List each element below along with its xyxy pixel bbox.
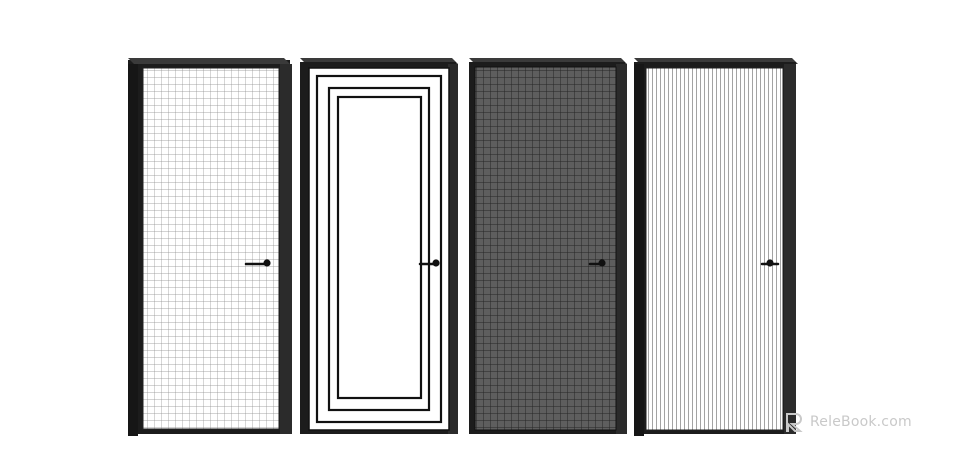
door-2 [300, 58, 458, 434]
door-handle[interactable] [418, 259, 440, 267]
door-panel-moulding-inner [336, 95, 423, 400]
door-panel [645, 67, 784, 431]
door-frame-right-side [280, 64, 292, 434]
door-panel-moulding-outer [315, 74, 443, 424]
door-4 [634, 58, 798, 436]
door-handle[interactable] [760, 259, 780, 267]
door-frame-left-side [128, 64, 138, 436]
door-panel-moulding-middle [327, 86, 431, 412]
relebook-logo-icon [786, 413, 803, 432]
door-panel [308, 67, 450, 431]
door-frame-right-side [616, 64, 627, 434]
door-3 [469, 58, 627, 434]
door-frame-right-side [448, 64, 458, 434]
door-frame-left-side [634, 64, 644, 436]
door-1 [128, 58, 292, 436]
door-panel [142, 67, 280, 430]
door-panel [474, 66, 617, 431]
door-handle[interactable] [588, 259, 606, 267]
watermark: ReleBook.com [784, 410, 912, 434]
door-frame-right-side [784, 64, 796, 434]
watermark-text: ReleBook.com [810, 414, 912, 430]
door-handle[interactable] [244, 259, 271, 267]
door-frame-top-bevel [128, 58, 290, 64]
